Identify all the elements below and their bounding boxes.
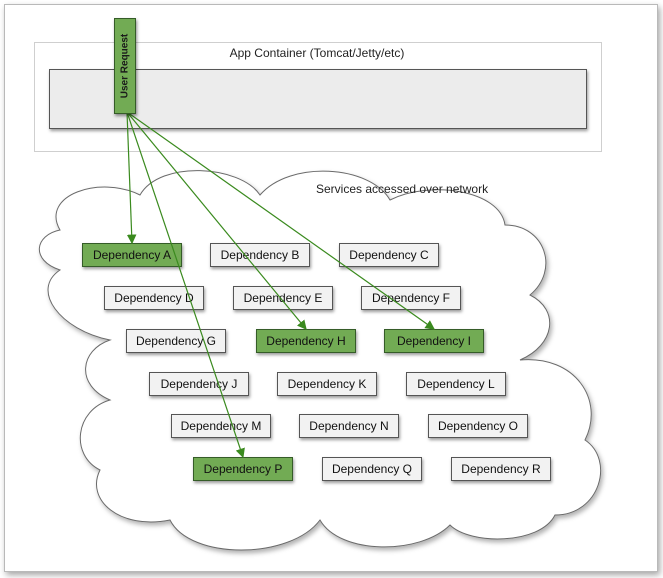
arrow-to-dependency-i <box>126 111 435 330</box>
dependency-b: Dependency B <box>210 243 310 267</box>
dependency-e: Dependency E <box>233 286 333 310</box>
dependency-r: Dependency R <box>451 457 551 481</box>
dependency-q: Dependency Q <box>322 457 422 481</box>
dependency-n: Dependency N <box>299 414 399 438</box>
dependency-k: Dependency K <box>277 372 377 396</box>
dependency-c: Dependency C <box>339 243 439 267</box>
app-container-bar <box>49 69 587 129</box>
arrow-to-dependency-p <box>126 111 245 459</box>
arrow-to-dependency-h <box>126 111 307 330</box>
dependency-o: Dependency O <box>428 414 528 438</box>
dependency-j: Dependency J <box>149 372 249 396</box>
arrow-to-dependency-a <box>126 111 137 245</box>
user-request-box: User Request <box>114 18 136 114</box>
dependency-f: Dependency F <box>361 286 461 310</box>
dependency-a: Dependency A <box>82 243 182 267</box>
dependency-m: Dependency M <box>171 414 271 438</box>
services-label: Services accessed over network <box>316 182 489 196</box>
app-container-title: App Container (Tomcat/Jetty/etc) <box>229 46 405 60</box>
dependency-l: Dependency L <box>406 372 506 396</box>
dependency-g: Dependency G <box>126 329 226 353</box>
user-request-label: User Request <box>119 33 131 99</box>
